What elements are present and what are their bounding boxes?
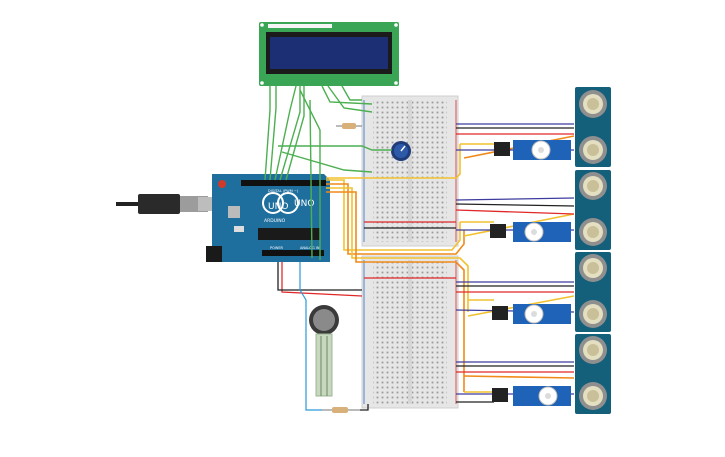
breadboard-top [361,95,459,247]
analog-header-label: ANALOG IN [300,246,320,250]
power-wires [277,127,575,411]
lcd-wires [264,85,392,260]
breadboard-bottom [361,255,459,409]
servo-motor-2 [490,222,571,242]
ultrasonic-sensor-3 [575,252,611,332]
ultrasonic-sensor-4 [575,334,611,414]
arduino-brand-label: ARDUINO [264,218,286,224]
force-sensitive-resistor [309,305,339,397]
potentiometer [391,141,411,161]
ultrasonic-sensor-1 [575,87,611,167]
digital-header-label: DIGITAL (PWM ~) [268,189,299,193]
arduino-logo-text: UNO [268,202,288,212]
servo-motor-1 [494,140,571,160]
servo-motor-4 [492,386,571,406]
arduino-model-label: UNO [294,199,314,209]
resistor-fsr [322,407,360,413]
sensor-data-wires [455,123,575,395]
arduino-uno-board: UNO UNO ARDUINO DIGITAL (PWM ~) POWER AN… [206,174,330,262]
analog-wire [299,262,322,411]
lcd-display-16x2 [259,22,399,86]
ultrasonic-sensor-2 [575,170,611,250]
power-header-label: POWER [270,246,284,250]
servo-motor-3 [492,304,571,324]
usb-cable [116,194,212,214]
resistor-lcd [336,123,362,129]
